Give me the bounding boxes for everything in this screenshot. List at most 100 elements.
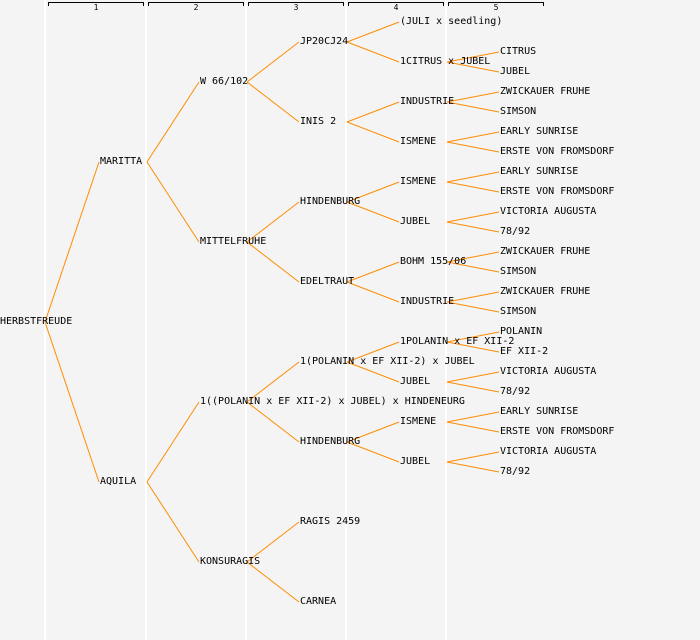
ancestor-gen-5[interactable]: ZWICKAUER FRUHE (500, 286, 591, 297)
ancestor-gen-5[interactable]: EARLY SUNRISE (500, 166, 579, 177)
parent-connector (446, 91, 500, 103)
ancestor-gen-5[interactable]: EARLY SUNRISE (500, 126, 579, 137)
parent-connector (346, 441, 400, 463)
generation-bracket (148, 2, 244, 6)
parent-connector (346, 421, 400, 443)
ancestor-gen-4[interactable]: INDUSTRIE (400, 296, 455, 307)
parent-connector (446, 51, 500, 63)
ancestor-gen-4[interactable]: JUBEL (400, 376, 431, 387)
parent-connector (346, 101, 400, 123)
ancestor-gen-5[interactable]: VICTORIA AUGUSTA (500, 206, 597, 217)
generation-bracket (248, 2, 344, 6)
parent-connector (146, 161, 200, 243)
generation-bracket (348, 2, 444, 6)
ancestor-gen-5[interactable]: 78/92 (500, 386, 531, 397)
ancestor-gen-5[interactable]: VICTORIA AUGUSTA (500, 366, 597, 377)
generation-number: 2 (193, 3, 199, 12)
parent-connector (446, 171, 500, 183)
parent-connector (346, 41, 400, 63)
parent-connector (246, 361, 300, 403)
parent-connector (346, 201, 400, 223)
parent-connector (346, 261, 400, 283)
parent-connector (446, 61, 500, 73)
parent-connector (446, 291, 500, 303)
ancestor-gen-5[interactable]: SIMSON (500, 306, 537, 317)
parent-connector (246, 41, 300, 83)
generation-bracket (48, 2, 144, 6)
ancestor-gen-2[interactable]: MITTELFRUHE (200, 236, 267, 247)
parent-connector (246, 241, 300, 283)
parent-connector (346, 21, 400, 43)
parent-connector (146, 81, 200, 163)
parent-connector (446, 411, 500, 423)
parent-connector (446, 251, 500, 263)
ancestor-gen-4[interactable]: ISMENE (400, 176, 437, 187)
ancestor-gen-5[interactable]: EARLY SUNRISE (500, 406, 579, 417)
parent-connector (346, 341, 400, 363)
ancestor-gen-2[interactable]: W 66/102 (200, 76, 249, 87)
ancestor-gen-5[interactable]: CITRUS (500, 46, 537, 57)
ancestor-gen-5[interactable]: EF XII-2 (500, 346, 549, 357)
ancestor-gen-4[interactable]: ISMENE (400, 416, 437, 427)
ancestor-gen-3[interactable]: HINDENBURG (300, 196, 361, 207)
ancestor-gen-3[interactable]: INIS 2 (300, 116, 337, 127)
ancestor-gen-4[interactable]: INDUSTRIE (400, 96, 455, 107)
ancestor-gen-5[interactable]: ERSTE VON FROMSDORF (500, 146, 615, 157)
parent-connector (246, 81, 300, 123)
ancestor-gen-5[interactable]: ERSTE VON FROMSDORF (500, 426, 615, 437)
parent-connector (446, 301, 500, 313)
parent-connector (44, 321, 100, 483)
ancestor-gen-4[interactable]: (JULI x seedling) (400, 16, 503, 27)
parent-connector (446, 451, 500, 463)
ancestor-gen-5[interactable]: SIMSON (500, 266, 537, 277)
parent-connector (446, 421, 500, 433)
ancestor-gen-3[interactable]: RAGIS 2459 (300, 516, 361, 527)
parent-connector (446, 131, 500, 143)
ancestor-gen-5[interactable]: ERSTE VON FROMSDORF (500, 186, 615, 197)
column-separator (44, 0, 46, 640)
ancestor-gen-2[interactable]: KONSURAGIS (200, 556, 261, 567)
parent-connector (246, 561, 300, 603)
ancestor-gen-5[interactable]: POLANIN (500, 326, 543, 337)
ancestor-gen-3[interactable]: CARNEA (300, 596, 337, 607)
ancestor-gen-4[interactable]: ISMENE (400, 136, 437, 147)
ancestor-gen-3[interactable]: EDELTRAUT (300, 276, 355, 287)
ancestor-gen-4[interactable]: 1CITRUS x JUBEL (400, 56, 491, 67)
parent-connector (146, 401, 200, 483)
parent-connector (346, 181, 400, 203)
generation-number: 3 (293, 3, 299, 12)
parent-connector (246, 201, 300, 243)
parent-connector (346, 121, 400, 143)
generation-number: 4 (393, 3, 399, 12)
parent-connector (446, 211, 500, 223)
parent-connector (246, 401, 300, 443)
ancestor-gen-4[interactable]: JUBEL (400, 216, 431, 227)
ancestor-gen-1[interactable]: AQUILA (100, 476, 137, 487)
ancestor-gen-4[interactable]: BOHM 155/06 (400, 256, 467, 267)
column-separator (345, 0, 347, 640)
column-separator (445, 0, 447, 640)
ancestor-gen-5[interactable]: 78/92 (500, 466, 531, 477)
root-cultivar[interactable]: HERBSTFREUDE (0, 316, 73, 327)
column-separator (145, 0, 147, 640)
ancestor-gen-4[interactable]: JUBEL (400, 456, 431, 467)
ancestor-gen-5[interactable]: VICTORIA AUGUSTA (500, 446, 597, 457)
ancestor-gen-5[interactable]: 78/92 (500, 226, 531, 237)
ancestor-gen-5[interactable]: SIMSON (500, 106, 537, 117)
ancestor-gen-2[interactable]: 1((POLANIN x EF XII-2) x JUBEL) x HINDEN… (200, 396, 465, 407)
ancestor-gen-5[interactable]: JUBEL (500, 66, 531, 77)
ancestor-gen-3[interactable]: HINDENBURG (300, 436, 361, 447)
parent-connector (446, 381, 500, 393)
ancestor-gen-3[interactable]: 1(POLANIN x EF XII-2) x JUBEL (300, 356, 475, 367)
column-separator (245, 0, 247, 640)
parent-connector (246, 521, 300, 563)
parent-connector (146, 481, 200, 563)
parent-connector (446, 141, 500, 153)
ancestor-gen-1[interactable]: MARITTA (100, 156, 143, 167)
ancestor-gen-5[interactable]: ZWICKAUER FRUHE (500, 86, 591, 97)
ancestor-gen-5[interactable]: ZWICKAUER FRUHE (500, 246, 591, 257)
ancestor-gen-4[interactable]: 1POLANIN x EF XII-2 (400, 336, 515, 347)
parent-connector (346, 281, 400, 303)
parent-connector (446, 371, 500, 383)
ancestor-gen-3[interactable]: JP20CJ24 (300, 36, 349, 47)
